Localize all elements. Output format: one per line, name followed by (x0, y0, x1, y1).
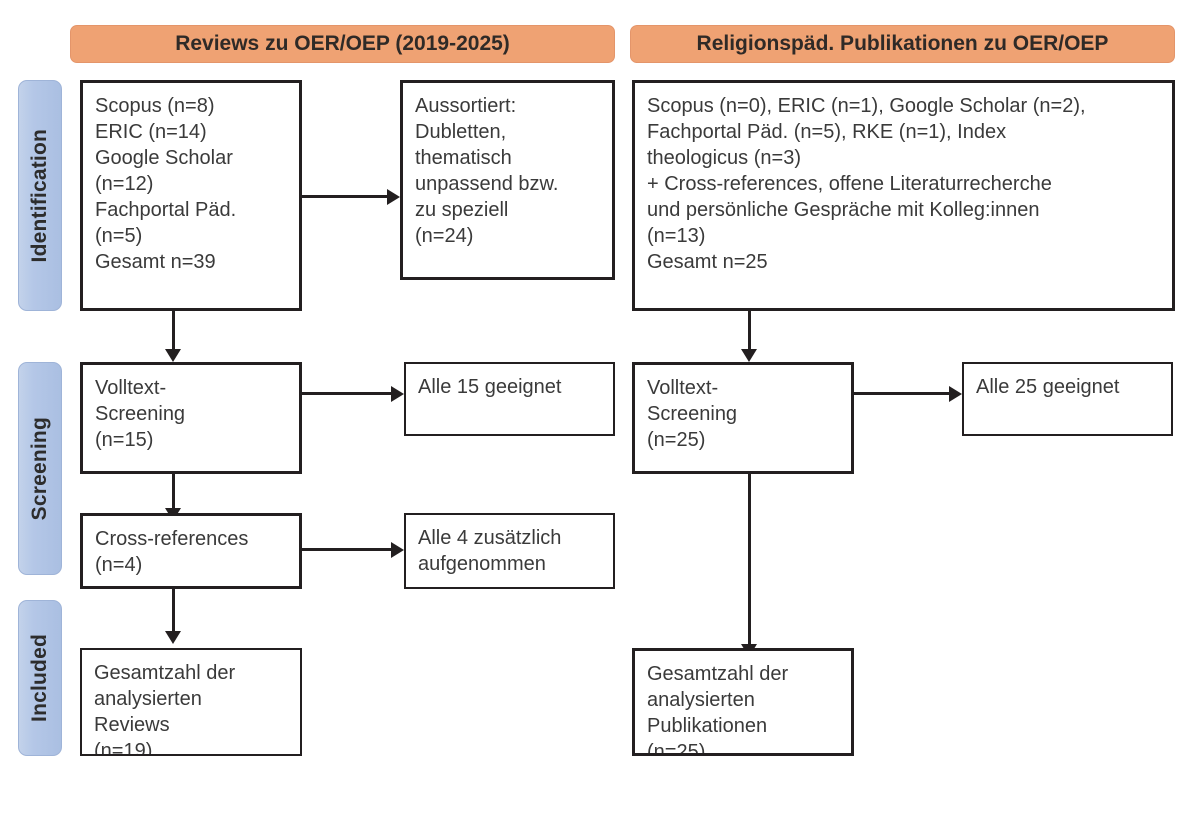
phase-pill-screening: Screening (18, 362, 62, 575)
box-left-fulltext-screening: Volltext- Screening (n=15) (80, 362, 302, 474)
connector-left-crossrefs-to-result (302, 548, 391, 551)
connector-left-fulltext-to-result (302, 392, 391, 395)
phase-label-included: Included (28, 634, 51, 722)
connector-left-identification-to-excluded (302, 195, 387, 198)
connector-left-identification-to-fulltext (172, 311, 175, 353)
arrowhead-left-crossrefs-to-result (391, 542, 404, 558)
arrowhead-left-fulltext-to-result (391, 386, 404, 402)
column-header-reviews: Reviews zu OER/OEP (2019-2025) (70, 25, 615, 63)
phase-pill-identification: Identification (18, 80, 62, 311)
box-left-included: Gesamtzahl der analysierten Reviews (n=1… (80, 648, 302, 756)
box-right-identification: Scopus (n=0), ERIC (n=1), Google Scholar… (632, 80, 1175, 311)
box-right-fulltext-screening: Volltext- Screening (n=25) (632, 362, 854, 474)
connector-right-fulltext-to-result (854, 392, 949, 395)
phase-pill-included: Included (18, 600, 62, 756)
box-right-fulltext-result: Alle 25 geeignet (962, 362, 1173, 436)
phase-label-identification: Identification (28, 128, 51, 263)
box-left-excluded: Aussortiert: Dubletten, thematisch unpas… (400, 80, 615, 280)
box-left-crossreferences: Cross-references (n=4) (80, 513, 302, 589)
column-header-publications: Religionspäd. Publikationen zu OER/OEP (630, 25, 1175, 63)
connector-left-crossrefs-to-included (172, 589, 175, 635)
arrowhead-left-identification-to-excluded (387, 189, 400, 205)
connector-left-fulltext-to-crossrefs (172, 474, 175, 512)
connector-right-identification-to-fulltext (748, 311, 751, 353)
arrowhead-right-identification-to-fulltext (741, 349, 757, 362)
arrowhead-left-identification-to-fulltext (165, 349, 181, 362)
box-left-identification: Scopus (n=8) ERIC (n=14) Google Scholar … (80, 80, 302, 311)
phase-label-screening: Screening (28, 416, 51, 521)
box-left-crossreferences-result: Alle 4 zusätzlich aufgenommen (404, 513, 615, 589)
column-header-publications-label: Religionspäd. Publikationen zu OER/OEP (696, 32, 1109, 55)
connector-right-fulltext-to-included (748, 474, 751, 648)
column-header-reviews-label: Reviews zu OER/OEP (2019-2025) (175, 32, 510, 55)
box-right-included: Gesamtzahl der analysierten Publikatione… (632, 648, 854, 756)
arrowhead-right-fulltext-to-result (949, 386, 962, 402)
box-left-fulltext-result: Alle 15 geeignet (404, 362, 615, 436)
arrowhead-left-crossrefs-to-included (165, 631, 181, 644)
